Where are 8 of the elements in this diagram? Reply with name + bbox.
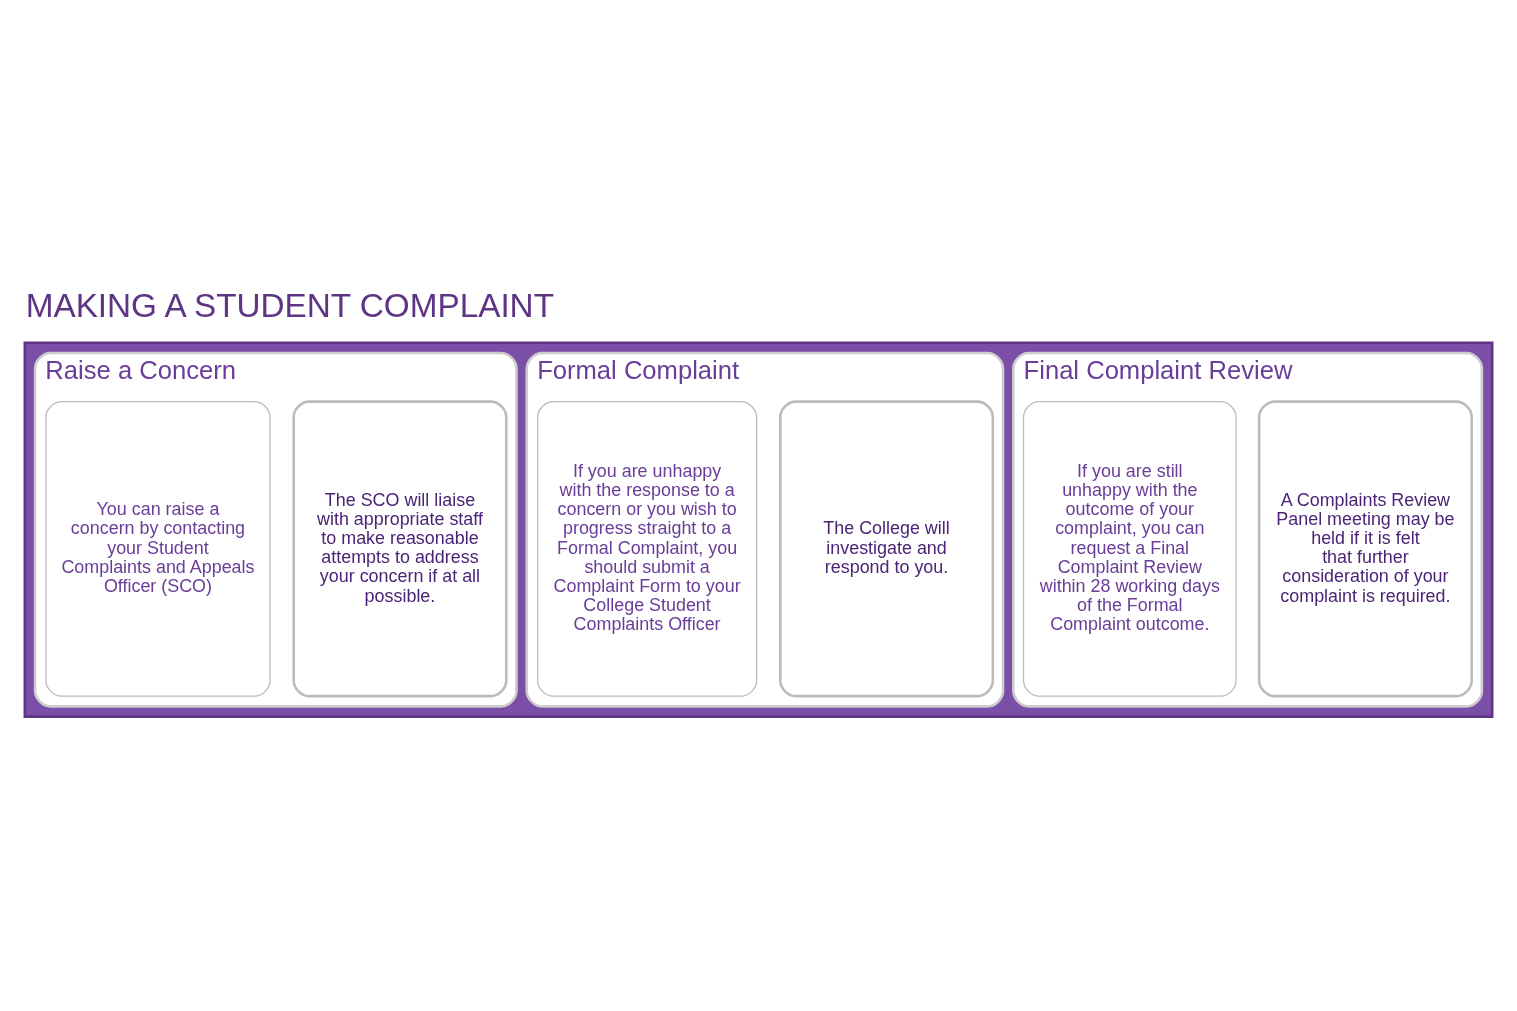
node-box: The College will investigate and respond to you.: [779, 399, 995, 697]
cluster: [23, 340, 1494, 718]
diagram-title: MAKING A STUDENT COMPLAINT: [25, 286, 554, 324]
node-box: The SCO will liaise with appropriate staff to make reasonable attempts to address your concern if at all possible.: [292, 399, 508, 697]
node-box: You can raise a concern by contacting your Student Complaints and Appeals Officer (SCO): [45, 400, 271, 697]
node-box: If you are unhappy with the response to a concern or you wish to progress straight to a Formal Complaint, you should submit a Complaint Form to your College Student Complaints Officer: [537, 400, 758, 697]
node-box: A Complaints Review Panel meeting may be held if it is felt that further consideration of your complaint is required.: [1257, 399, 1473, 697]
node-box: If you are still unhappy with the outcome of your complaint, you can request a Final Complaint Review within 28 working days of the Formal Complaint outcome.: [1022, 400, 1237, 697]
